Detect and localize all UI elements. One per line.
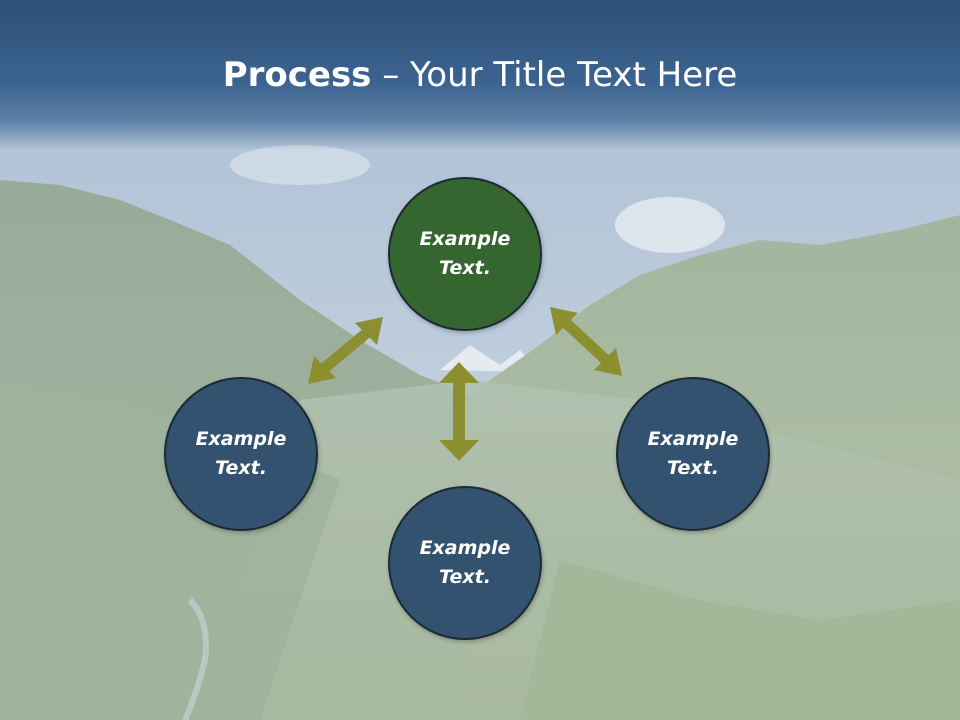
process-node-left: Example Text. <box>164 377 318 531</box>
center-vertical-double-arrow <box>439 362 479 461</box>
process-node-right: Example Text. <box>616 377 770 531</box>
process-node-bottom-label: Example Text. <box>419 537 511 588</box>
top-right-double-arrow <box>550 307 622 376</box>
process-node-bottom: Example Text. <box>388 486 542 640</box>
process-node-top: Example Text. <box>388 177 542 331</box>
process-node-right-label: Example Text. <box>647 428 739 479</box>
title-bar <box>0 0 960 150</box>
top-left-double-arrow <box>308 317 383 384</box>
slide-title: Process – Your Title Text Here <box>0 52 960 98</box>
process-node-top-label: Example Text. <box>419 228 511 279</box>
process-node-left-label: Example Text. <box>195 428 287 479</box>
title-bold-text: Process <box>222 55 372 95</box>
title-rest-text: – Your Title Text Here <box>371 55 738 95</box>
